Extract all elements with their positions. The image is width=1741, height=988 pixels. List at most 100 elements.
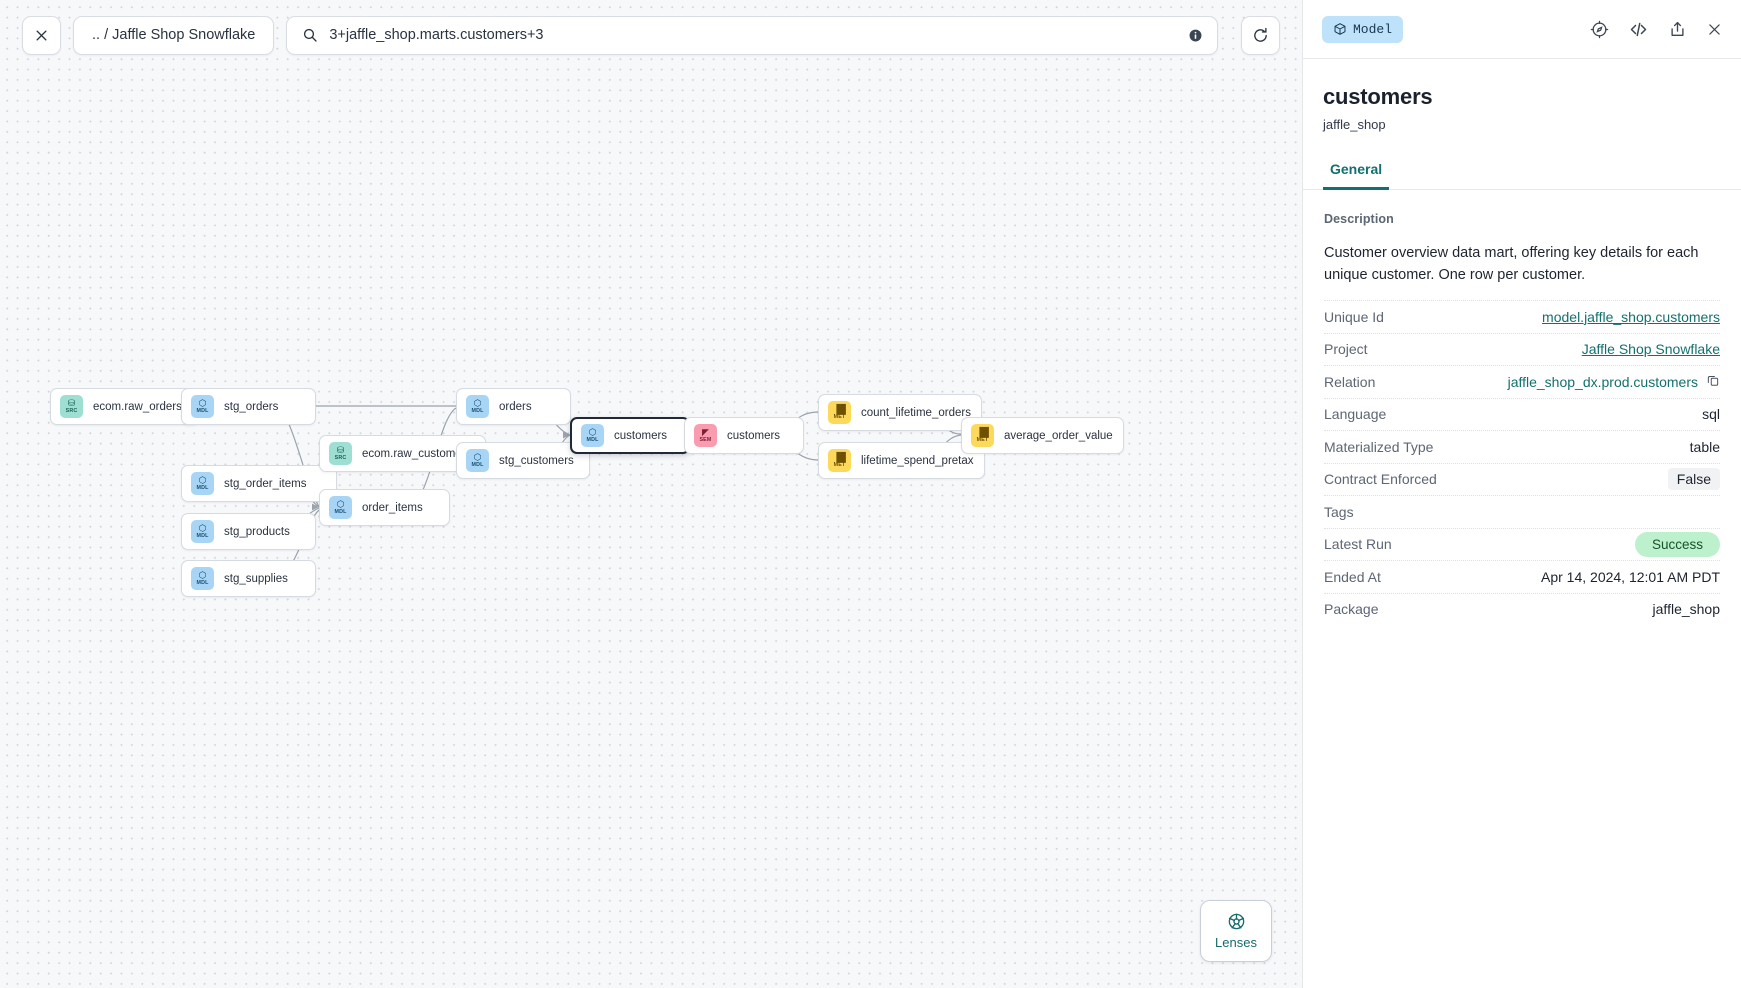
- graph-node-label: lifetime_spend_pretax: [861, 454, 974, 467]
- graph-node-stg_orders[interactable]: ⬡MDL stg_orders: [181, 388, 316, 425]
- status-badge: Success: [1634, 531, 1720, 557]
- graph-node-label: count_lifetime_orders: [861, 406, 971, 419]
- detail-row-label: Contract Enforced: [1324, 471, 1437, 488]
- info-icon[interactable]: [1188, 28, 1203, 43]
- detail-plain-value: sql: [1702, 406, 1720, 423]
- detail-row: Relation jaffle_shop_dx.prod.customers: [1324, 365, 1720, 398]
- breadcrumb-label: .. / Jaffle Shop Snowflake: [92, 27, 256, 43]
- mdl-badge-icon: ⬡MDL: [191, 395, 214, 418]
- detail-row-label: Language: [1324, 406, 1387, 423]
- panel-body: Description Customer overview data mart,…: [1303, 190, 1741, 988]
- detail-row: Package jaffle_shop: [1324, 592, 1720, 626]
- graph-node-label: stg_orders: [224, 400, 279, 413]
- sem-badge-icon: ◤SEM: [694, 424, 717, 447]
- detail-row-value[interactable]: Jaffle Shop Snowflake: [1582, 341, 1720, 357]
- src-badge-icon: ⛁SRC: [60, 395, 83, 418]
- detail-row-label: Tags: [1324, 503, 1354, 520]
- share-icon[interactable]: [1668, 20, 1687, 39]
- node-type-badge[interactable]: Model: [1322, 15, 1404, 43]
- mdl-badge-icon: ⬡MDL: [581, 424, 604, 447]
- lenses-label: Lenses: [1215, 935, 1257, 950]
- detail-row-label: Ended At: [1324, 568, 1381, 585]
- graph-node-label: ecom.raw_customers: [362, 447, 472, 460]
- tab-general[interactable]: General: [1323, 161, 1390, 190]
- graph-node-label: customers: [727, 429, 781, 442]
- detail-link[interactable]: model.jaffle_shop.customers: [1542, 308, 1720, 325]
- refresh-button[interactable]: [1241, 15, 1280, 55]
- detail-row-value: Apr 14, 2024, 12:01 AM PDT: [1541, 569, 1720, 585]
- panel-header-actions: [1590, 19, 1723, 40]
- mdl-badge-icon: ⬡MDL: [466, 395, 489, 418]
- aperture-icon: [1227, 912, 1246, 931]
- description-label: Description: [1324, 212, 1394, 226]
- graph-node-customers_model[interactable]: ⬡MDL customers: [570, 417, 690, 454]
- met-badge-icon: ▐█MET: [828, 449, 851, 472]
- description-text: Customer overview data mart, offering ke…: [1324, 245, 1699, 283]
- graph-node-label: average_order_value: [1004, 429, 1113, 442]
- detail-row: Language sql: [1324, 397, 1720, 431]
- mdl-badge-icon: ⬡MDL: [191, 472, 214, 495]
- detail-row-label: Package: [1324, 601, 1379, 618]
- graph-node-label: customers: [614, 429, 668, 442]
- graph-node-count_lifetime_orders[interactable]: ▐█MET count_lifetime_orders: [818, 394, 982, 431]
- graph-node-customers_semantic[interactable]: ◤SEM customers: [684, 417, 804, 454]
- detail-row-value: Success: [1634, 531, 1720, 557]
- lineage-search[interactable]: [286, 15, 1218, 55]
- graph-node-average_order_value[interactable]: ▐█MET average_order_value: [961, 417, 1124, 454]
- graph-node-label: ecom.raw_orders: [93, 400, 182, 413]
- detail-row: Latest Run Success: [1324, 527, 1720, 561]
- graph-node-lifetime_spend_pretax[interactable]: ▐█MET lifetime_spend_pretax: [818, 442, 985, 479]
- search-icon: [302, 27, 318, 43]
- panel-tabs: General: [1303, 161, 1741, 190]
- contract-chip: False: [1667, 468, 1720, 491]
- met-badge-icon: ▐█MET: [828, 401, 851, 424]
- met-badge-icon: ▐█MET: [971, 424, 994, 447]
- panel-header: Model: [1303, 0, 1741, 59]
- details-panel: Model: [1302, 0, 1741, 988]
- close-icon[interactable]: [1706, 21, 1723, 38]
- search-input[interactable]: [329, 27, 1177, 43]
- cube-icon: [1333, 22, 1347, 36]
- detail-plain-value: Apr 14, 2024, 12:01 AM PDT: [1541, 568, 1720, 585]
- graph-node-label: orders: [499, 400, 532, 413]
- lenses-button[interactable]: Lenses: [1200, 900, 1272, 962]
- detail-row-label: Relation: [1324, 373, 1376, 390]
- graph-node-orders[interactable]: ⬡MDL orders: [456, 388, 571, 425]
- graph-node-ecom_raw_orders[interactable]: ⛁SRC ecom.raw_orders: [50, 388, 199, 425]
- detail-row-label: Latest Run: [1324, 536, 1392, 553]
- mdl-badge-icon: ⬡MDL: [191, 567, 214, 590]
- detail-row: Materialized Type table: [1324, 430, 1720, 463]
- detail-row-value: table: [1690, 439, 1720, 455]
- detail-row-label: Project: [1324, 341, 1368, 358]
- detail-row-value[interactable]: model.jaffle_shop.customers: [1542, 309, 1720, 325]
- breadcrumb[interactable]: .. / Jaffle Shop Snowflake: [73, 15, 275, 55]
- mdl-badge-icon: ⬡MDL: [329, 496, 352, 519]
- detail-row-label: Materialized Type: [1324, 438, 1434, 455]
- code-icon[interactable]: [1628, 19, 1649, 40]
- close-icon: [34, 28, 49, 43]
- page-title: customers: [1323, 84, 1433, 109]
- copy-icon[interactable]: [1706, 373, 1720, 390]
- detail-row: Ended At Apr 14, 2024, 12:01 AM PDT: [1324, 560, 1720, 593]
- detail-row: Contract Enforced False: [1324, 462, 1720, 496]
- detail-row-value: jaffle_shop: [1653, 601, 1720, 617]
- detail-plain-value: table: [1689, 438, 1720, 455]
- close-lineage-button[interactable]: [22, 15, 61, 55]
- detail-row: Tags: [1324, 495, 1720, 528]
- focus-icon[interactable]: [1590, 20, 1609, 39]
- panel-subtitle: jaffle_shop: [1323, 117, 1386, 132]
- detail-row-value[interactable]: jaffle_shop_dx.prod.customers: [1508, 373, 1720, 390]
- graph-node-label: stg_customers: [499, 454, 574, 467]
- detail-link[interactable]: Jaffle Shop Snowflake: [1581, 341, 1720, 358]
- detail-plain-value: jaffle_shop: [1652, 601, 1720, 618]
